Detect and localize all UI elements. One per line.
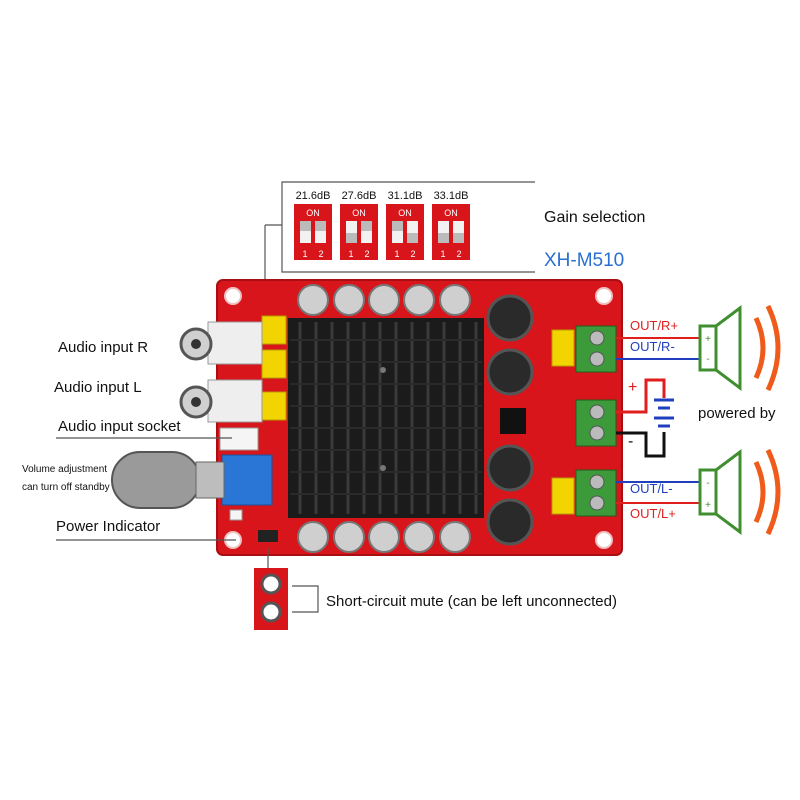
dip-number: 1	[302, 249, 307, 259]
knob-shaft	[195, 461, 225, 499]
inductors	[486, 294, 534, 546]
label-power-minus: -	[628, 433, 633, 450]
speaker-plus-mark: +	[705, 500, 711, 511]
model-name: XH-M510	[544, 250, 624, 271]
dip-lever	[392, 221, 403, 231]
wire-power-minus	[616, 431, 666, 458]
dip-on-label: ON	[352, 208, 366, 218]
gain-value: 31.1dB	[388, 190, 423, 202]
dip-slot	[346, 221, 357, 243]
dip-number: 1	[394, 249, 399, 259]
dip-slot	[392, 221, 403, 243]
label-short-circuit-mute: Short-circuit mute (can be left unconnec…	[326, 593, 617, 610]
audio-input-socket[interactable]	[219, 427, 259, 451]
dip-switch-4: 33.1dB ON 1 2	[432, 190, 470, 260]
mount-hole	[224, 287, 242, 305]
dip-on-label: ON	[444, 208, 458, 218]
volume-knob[interactable]	[111, 451, 201, 509]
dip-lever	[346, 233, 357, 243]
label-power-indicator: Power Indicator	[56, 518, 160, 535]
dip-lever	[361, 221, 372, 231]
mute-callout: Short-circuit mute (can be left unconnec…	[254, 548, 617, 630]
dip-slot	[407, 221, 418, 243]
label-out-l-plus: OUT/L+	[630, 506, 676, 521]
gain-panel-bracket	[281, 181, 535, 273]
dip-switch-2: 27.6dB ON 1 2	[340, 190, 378, 260]
capacitors-top	[297, 284, 471, 316]
dip-on-label: ON	[398, 208, 412, 218]
dip-lever	[315, 221, 326, 231]
heatsink-screw	[380, 367, 386, 373]
speaker-right-icon: + -	[698, 304, 781, 392]
dip-slot	[315, 221, 326, 243]
speaker-plus-mark: +	[705, 334, 711, 345]
dip-slot	[438, 221, 449, 243]
gain-selection-title: Gain selection	[544, 209, 645, 226]
gain-value: 27.6dB	[342, 190, 377, 202]
mute-pin-1	[260, 573, 282, 595]
label-out-l-minus: OUT/L-	[630, 481, 673, 496]
label-power-plus: +	[628, 379, 637, 396]
dip-number: 2	[410, 249, 415, 259]
heatsink-screw	[380, 465, 386, 471]
battery-icon	[654, 398, 674, 428]
wire-power-plus	[616, 378, 666, 414]
dip-slot	[453, 221, 464, 243]
gain-value: 21.6dB	[296, 190, 331, 202]
dip-switch-1: 21.6dB ON 1 2	[294, 190, 332, 260]
dip-slot	[300, 221, 311, 243]
speaker-minus-mark: -	[706, 478, 709, 489]
sound-wave	[765, 448, 781, 536]
heatsink-fins	[298, 322, 478, 514]
heatsink	[288, 318, 484, 518]
label-audio-input-l: Audio input L	[54, 379, 142, 396]
mount-hole	[595, 531, 613, 549]
dip-on-label: ON	[306, 208, 320, 218]
mute-header[interactable]	[258, 530, 278, 542]
label-audio-input-r: Audio input R	[58, 339, 148, 356]
speaker-left-icon: - +	[698, 448, 781, 536]
power-led	[229, 509, 243, 521]
left-labels: Audio input R Audio input L Audio input …	[22, 339, 236, 541]
mute-pin-2	[260, 601, 282, 623]
dip-switch-3: 31.1dB ON 1 2	[386, 190, 424, 260]
dip-lever	[407, 233, 418, 243]
dip-number: 1	[348, 249, 353, 259]
pcb-board	[111, 279, 623, 556]
dip-lever	[300, 221, 311, 231]
sound-wave	[753, 460, 766, 524]
dip-number: 2	[364, 249, 369, 259]
label-out-r-plus: OUT/R+	[630, 318, 678, 333]
gain-value: 33.1dB	[434, 190, 469, 202]
dip-slot	[361, 221, 372, 243]
dip-number: 1	[440, 249, 445, 259]
mount-hole	[595, 287, 613, 305]
terminal-power[interactable]	[575, 399, 617, 447]
sound-wave	[765, 304, 781, 392]
label-out-r-minus: OUT/R-	[630, 339, 675, 354]
film-capacitors	[261, 315, 575, 515]
dip-lever	[438, 233, 449, 243]
label-volume-line2: can turn off standby	[22, 482, 110, 493]
label-powered-by: powered by	[698, 405, 776, 422]
speaker-minus-mark: -	[706, 354, 709, 365]
dip-lever	[453, 233, 464, 243]
label-volume-line1: Volume adjustment	[22, 464, 107, 475]
gain-selection-panel: 21.6dB ON 1 2 27.6dB ON 1 2 31.1dB ON	[264, 181, 645, 300]
volume-potentiometer	[221, 454, 273, 506]
label-audio-input-socket: Audio input socket	[58, 418, 181, 435]
rca-jack-r[interactable]	[179, 321, 263, 365]
right-wiring: OUT/R+ OUT/R- + - powered by OUT/L- OUT/…	[616, 318, 776, 521]
capacitors-bottom	[297, 521, 471, 553]
mute-bracket	[292, 585, 319, 613]
rca-jack-l[interactable]	[179, 379, 263, 423]
terminal-right-out[interactable]	[575, 325, 617, 373]
dip-number: 2	[318, 249, 323, 259]
heatsink-cross-fins	[290, 339, 482, 495]
sound-wave	[753, 316, 766, 380]
terminal-left-out[interactable]	[575, 469, 617, 517]
dip-number: 2	[456, 249, 461, 259]
